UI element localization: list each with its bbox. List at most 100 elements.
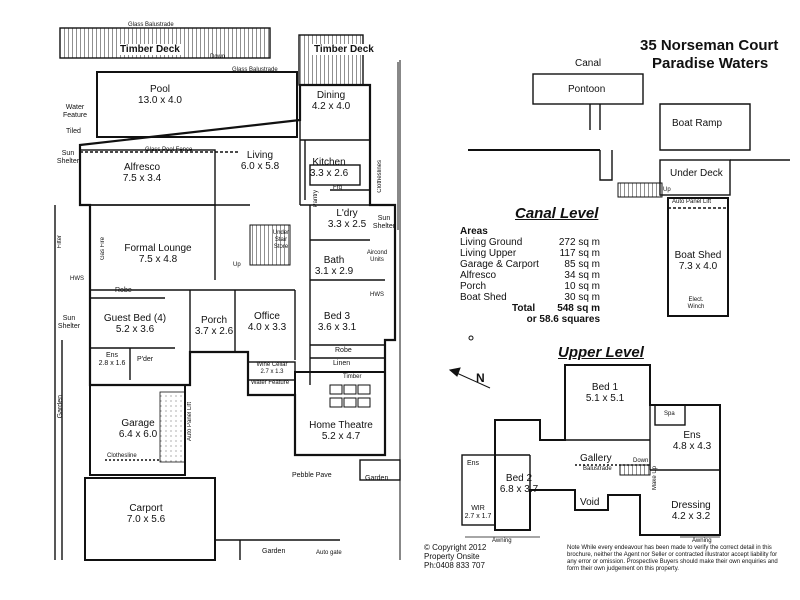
small-ensuite-label: Ens <box>467 460 480 467</box>
tiled-label: Tiled <box>66 128 81 135</box>
clotheslines-side-label: Clotheslines <box>377 160 383 193</box>
garden-left-label: Garden <box>57 395 64 419</box>
copyright-block: © Copyright 2012 Property Onsite Ph:0408… <box>424 543 486 570</box>
auto-panel-lift-label: Auto Panel Lift <box>187 402 193 442</box>
gallery-label: Gallery <box>580 453 612 464</box>
timber-deck-right-label: Timber Deck <box>312 44 376 55</box>
canal-up-label: Up <box>663 187 671 193</box>
linen-label: Linen <box>333 360 351 367</box>
north-arrow <box>448 367 491 389</box>
timber-deck-right <box>298 34 364 86</box>
copyright-line: © Copyright 2012 <box>424 543 487 552</box>
robe-guest-label: Robe <box>115 287 132 294</box>
water-feature-lower-label: Water Feature <box>250 380 290 386</box>
suburb-line: Paradise Waters <box>652 55 769 72</box>
aircond-unit-label: Aircond Units <box>366 250 388 263</box>
water-feature-label: Water Feature <box>62 104 88 119</box>
sun-shelter-right-label: Sun Shelter <box>372 215 396 230</box>
powder-room-label: P'der <box>137 356 154 363</box>
pontoon <box>532 73 644 105</box>
glass-balustrade-top-label: Glass Balustrade <box>128 22 174 28</box>
guest-bed-label: Guest Bed (4)5.2 x 3.6 <box>103 313 167 335</box>
pantry-label: Pantry <box>313 190 319 208</box>
balustrade-label: Balustrade <box>583 466 612 472</box>
awning-right-label: Awning <box>692 538 712 544</box>
sun-shelter-left-label: Sun Shelter <box>56 150 80 165</box>
upper-down-label: Down <box>633 458 649 464</box>
pebble-pave-label: Pebble Pave <box>292 472 332 479</box>
canal-level-walls <box>468 73 790 317</box>
robe-bed3-label: Robe <box>335 347 352 354</box>
stair-up-label: Up <box>233 262 241 268</box>
void-label: Void <box>580 497 600 508</box>
under-deck-label: Under Deck <box>670 168 723 179</box>
awning-left-label: Awning <box>492 538 512 544</box>
filter-label: Filter <box>57 235 63 249</box>
pontoon-label: Pontoon <box>568 84 606 95</box>
under-stair-store-label: Under Stair Store <box>272 230 290 250</box>
areas-squares: or 58.6 squares <box>526 314 600 325</box>
boat-shed <box>667 197 729 317</box>
compass-label: N <box>476 371 485 385</box>
timber-label: Timber <box>343 374 362 380</box>
pool <box>96 71 298 138</box>
address-line: 35 Norseman Court <box>640 37 779 54</box>
fridge-label: Frg <box>333 185 342 191</box>
aircond-legend-marker <box>468 335 474 341</box>
upper-level-walls <box>461 364 721 538</box>
phone-line: Ph:0408 833 707 <box>424 561 485 570</box>
gas-fire-label: Gas Fire <box>100 237 106 261</box>
timber-deck-left-label: Timber Deck <box>118 44 182 55</box>
glass-pool-fence-label: Glass Pool Fence <box>145 147 193 153</box>
glass-balustrade-mid-label: Glass Balustrade <box>232 67 278 73</box>
company-line: Property Onsite <box>424 552 480 561</box>
areas-heading: Areas <box>460 226 488 237</box>
canal-auto-panel-lift-label: Auto Panel Lift <box>672 199 712 205</box>
boat-ramp-label: Boat Ramp <box>672 118 723 129</box>
garden-bottom-label: Garden <box>262 548 286 555</box>
canal-level-heading: Canal Level <box>515 205 599 222</box>
upper-level-heading: Upper Level <box>558 344 644 361</box>
auto-gate-label: Auto gate <box>316 550 342 556</box>
clothesline-label: Clothesline <box>107 453 137 459</box>
disclaimer-note: Note While every endeavour has been made… <box>567 545 778 572</box>
spa-label: Spa <box>664 411 675 417</box>
hws-right-label: HWS <box>370 292 384 298</box>
hws-left-label: HWS <box>70 276 84 282</box>
sun-shelter-lower-label: Sun Shelter <box>57 315 81 330</box>
canal-label: Canal <box>575 58 602 69</box>
elect-winch-label: Elect. Winch <box>687 297 705 310</box>
make-up-label: Make Up <box>652 466 658 491</box>
garden-right-label: Garden <box>365 475 389 482</box>
